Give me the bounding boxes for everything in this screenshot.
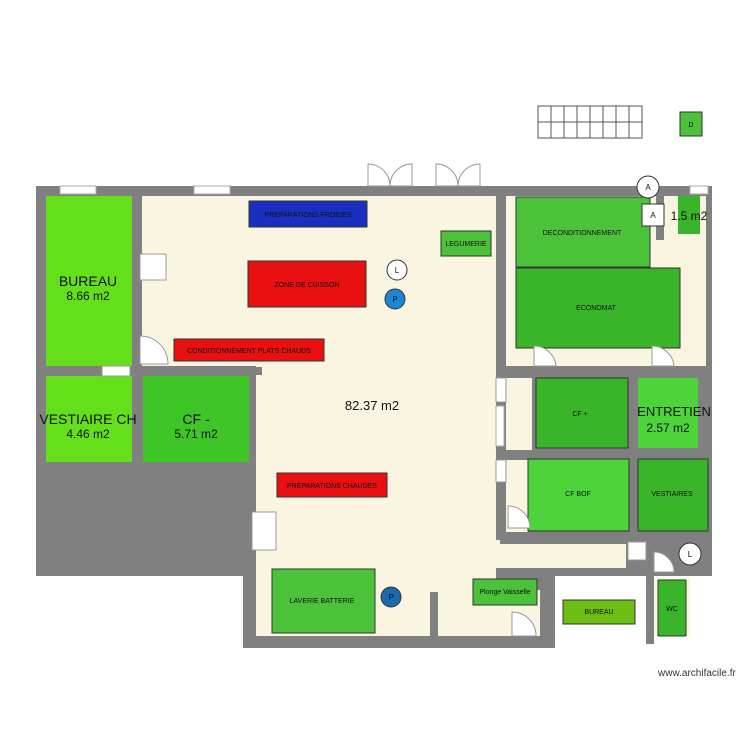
zone-economat-label: ECONOMAT	[576, 305, 617, 312]
room-entretien-area: 2.57 m2	[646, 421, 690, 435]
symbol-l-icon	[386, 259, 408, 281]
zone-plonge-vaisselle	[472, 578, 538, 606]
zone-deconditionnement-label: DECONDITIONNEMENT	[543, 230, 622, 237]
zone-preparations-chaudes	[276, 472, 388, 498]
zone-d-box	[679, 111, 703, 137]
zone-wc	[657, 579, 687, 637]
room-cf-minus	[143, 376, 249, 462]
credit-text: www.archifacile.fr	[658, 668, 736, 679]
zone-bureau-small-label: BUREAU	[584, 609, 613, 616]
symbol-l2-icon	[678, 542, 702, 566]
room-entretien-name: ENTRETIEN	[637, 404, 711, 419]
right-mid-floor	[506, 378, 532, 450]
room-vestiaire-ch	[46, 376, 132, 462]
zone-deconditionnement	[515, 196, 651, 268]
zone-laverie-batterie-label: LAVERIE BATTERIE	[290, 598, 355, 605]
staircase-icon	[537, 105, 643, 139]
symbol-a-box-label: A	[650, 211, 656, 220]
symbol-p2-icon	[380, 586, 402, 608]
zone-laverie-batterie	[271, 568, 376, 634]
corridor-floor	[496, 540, 626, 568]
room-vestiaire-ch-area: 4.46 m2	[66, 427, 110, 441]
symbol-a-label: A	[645, 183, 651, 192]
symbol-l2-label: L	[688, 550, 693, 559]
zone-vestiaires	[637, 458, 709, 532]
zone-cuisson	[247, 260, 367, 308]
zone-preparations-froides-label: PREPARATIONS FROIDES	[265, 212, 352, 219]
zone-wc-label: WC	[666, 606, 678, 613]
zone-preparations-froides	[248, 200, 368, 228]
room-cf-minus-name: CF -	[182, 411, 210, 427]
window-icons	[59, 185, 709, 447]
symbol-a-icon	[636, 175, 660, 199]
zone-plonge-vaisselle-label: Plonge Vaisselle	[479, 589, 530, 596]
room-entretien	[638, 378, 698, 448]
zone-cf-bof-label: CF BOF	[565, 491, 591, 498]
zone-conditionnement	[173, 338, 325, 362]
zone-legumerie-label: LEGUMERIE	[445, 241, 487, 248]
window-icon	[193, 185, 231, 195]
zone-cf-plus-label: CF +	[572, 411, 587, 418]
window-icon	[689, 185, 709, 195]
door-icons	[101, 253, 675, 637]
symbol-l-label: L	[395, 266, 400, 275]
room-bureau	[46, 196, 132, 366]
room-small-top-right	[678, 196, 700, 234]
zone-cf-plus	[535, 377, 629, 449]
symbol-a-box-icon	[641, 203, 665, 227]
symbol-p-label: P	[392, 295, 397, 304]
double-door-icons	[367, 163, 481, 187]
window-icon	[59, 185, 97, 195]
zone-bureau-small	[562, 599, 636, 625]
zone-cf-bof	[527, 458, 630, 532]
room-main-area: 82.37 m2	[345, 398, 399, 413]
room-bureau-name: BUREAU	[59, 273, 117, 289]
zone-conditionnement-label: CONDITIONNEMENT PLATS CHAUDS	[187, 348, 311, 355]
zone-legumerie	[440, 230, 492, 257]
room-vestiaire-ch-name: VESTIAIRE CH	[39, 411, 136, 427]
symbol-p2-label: P	[388, 593, 393, 602]
zone-cuisson-label: ZONE DE CUISSON	[275, 282, 340, 289]
zone-vestiaires-label: VESTIAIRES	[651, 491, 693, 498]
zone-d-box-label: D	[688, 122, 693, 129]
room-bureau-area: 8.66 m2	[66, 289, 110, 303]
window-icon	[495, 405, 505, 447]
room-small-top-right-area: 1.5 m2	[671, 209, 708, 223]
zone-preparations-chaudes-label: PREPARATIONS CHAUDES	[287, 483, 377, 490]
zone-economat	[515, 267, 681, 349]
symbol-p-icon	[384, 288, 406, 310]
room-cf-minus-area: 5.71 m2	[174, 427, 218, 441]
